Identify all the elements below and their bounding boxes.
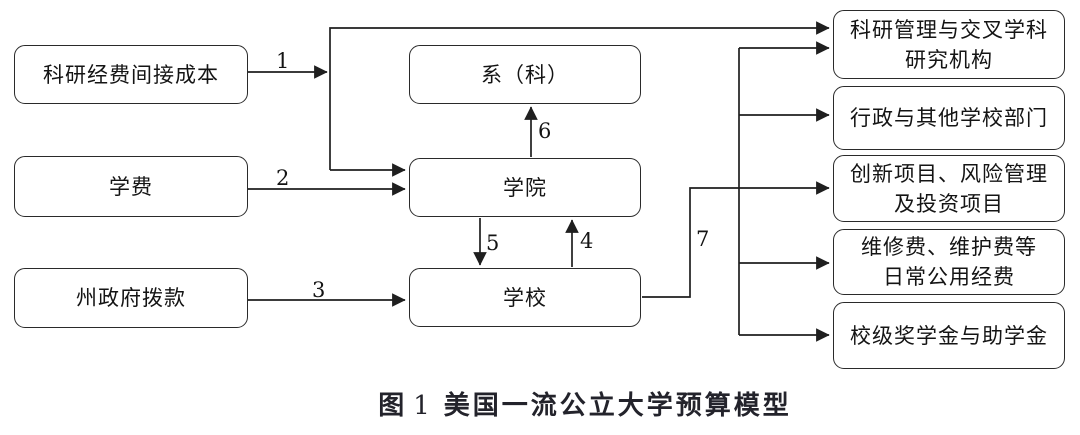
caption-prefix: 图 xyxy=(378,391,408,421)
node-label-line2: 日常公用经费 xyxy=(883,265,1015,289)
node-label-line2: 研究机构 xyxy=(905,47,993,72)
caption-number: 1 xyxy=(413,391,430,421)
node-label: 州政府拨款 xyxy=(76,286,186,310)
edge-label-6: 6 xyxy=(538,119,552,143)
node-tuition: 学费 xyxy=(14,156,248,217)
node-label: 学校 xyxy=(503,285,547,310)
node-department: 系（科） xyxy=(409,45,641,104)
node-college: 学院 xyxy=(409,158,641,217)
node-maintenance-expenses: 维修费、维护费等 日常公用经费 xyxy=(833,229,1065,295)
edge-7-arrow xyxy=(642,181,830,298)
node-label: 学费 xyxy=(109,174,153,199)
node-indirect-research-cost: 科研经费间接成本 xyxy=(14,45,248,104)
node-label: 行政与其他学校部门 xyxy=(850,106,1048,130)
node-label: 系（科） xyxy=(481,62,569,87)
node-admin-departments: 行政与其他学校部门 xyxy=(833,86,1065,150)
node-label: 科研经费间接成本 xyxy=(43,62,219,87)
edge-label-5: 5 xyxy=(486,231,500,255)
node-university: 学校 xyxy=(409,268,641,327)
node-label: 校级奖学金与助学金 xyxy=(850,323,1048,348)
node-label: 学院 xyxy=(503,175,547,200)
node-label-line1: 维修费、维护费等 xyxy=(861,235,1037,259)
node-research-admin: 科研管理与交叉学科 研究机构 xyxy=(833,10,1065,79)
edge-label-7: 7 xyxy=(696,227,710,251)
node-label-line1: 创新项目、风险管理 xyxy=(850,161,1048,186)
node-scholarships: 校级奖学金与助学金 xyxy=(833,302,1065,369)
node-label-line1: 科研管理与交叉学科 xyxy=(850,17,1048,42)
caption-title: 美国一流公立大学预算模型 xyxy=(443,391,792,421)
node-innovation-projects: 创新项目、风险管理 及投资项目 xyxy=(833,155,1065,222)
node-label-line2: 及投资项目 xyxy=(894,191,1004,216)
edge-label-4: 4 xyxy=(580,229,594,253)
edge-label-3: 3 xyxy=(312,278,326,302)
edge-label-1: 1 xyxy=(276,49,290,73)
node-state-funding: 州政府拨款 xyxy=(14,268,248,328)
edge-label-2: 2 xyxy=(276,166,290,190)
